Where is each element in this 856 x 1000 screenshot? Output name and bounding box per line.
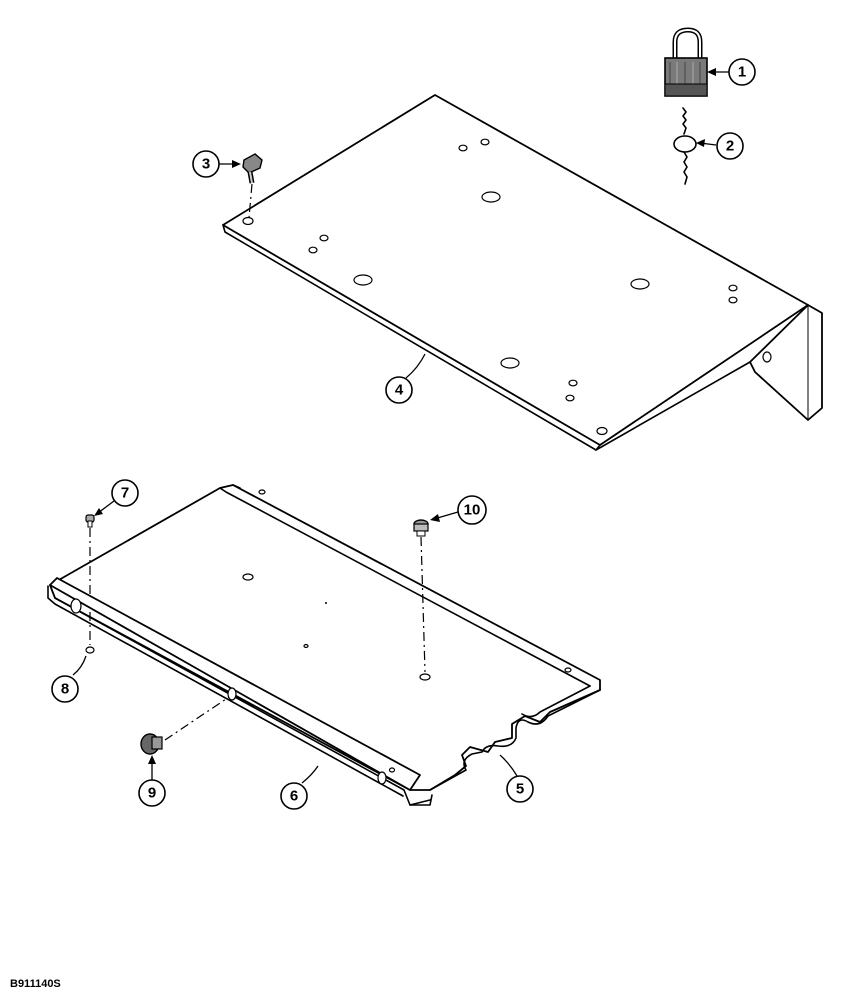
svg-text:1: 1	[738, 64, 746, 81]
callout-4: 4	[385, 376, 413, 404]
plug-icon	[413, 519, 429, 537]
callout-10: 10	[457, 495, 487, 525]
svg-text:9: 9	[148, 785, 156, 802]
callout-1: 1	[728, 58, 756, 86]
svg-text:3: 3	[202, 156, 210, 173]
svg-text:8: 8	[61, 681, 69, 698]
knob-centerline	[164, 696, 230, 741]
callout-7: 7	[111, 479, 139, 507]
figure-id: B911140S	[10, 978, 61, 990]
callout-8: 8	[51, 675, 79, 703]
key-chain-icon	[673, 107, 697, 185]
padlock-icon	[664, 27, 708, 97]
svg-text:5: 5	[516, 781, 524, 798]
screw-icon	[85, 514, 95, 528]
cover-plate	[222, 94, 823, 451]
svg-text:7: 7	[121, 485, 129, 502]
tray	[47, 484, 601, 806]
plug-centerline	[420, 536, 426, 673]
bolt-centerline	[248, 183, 253, 219]
callout-5: 5	[506, 775, 534, 803]
svg-text:4: 4	[395, 382, 404, 399]
knob-icon	[140, 733, 163, 755]
washer-icon	[85, 646, 95, 654]
svg-text:10: 10	[464, 502, 481, 519]
callout-3: 3	[192, 150, 220, 178]
svg-text:6: 6	[290, 788, 298, 805]
callout-leaders	[72, 68, 729, 784]
callout-6: 6	[280, 782, 308, 810]
callout-2: 2	[716, 132, 744, 160]
svg-text:2: 2	[726, 138, 734, 155]
callout-9: 9	[138, 779, 166, 807]
bolt-icon	[242, 153, 263, 184]
